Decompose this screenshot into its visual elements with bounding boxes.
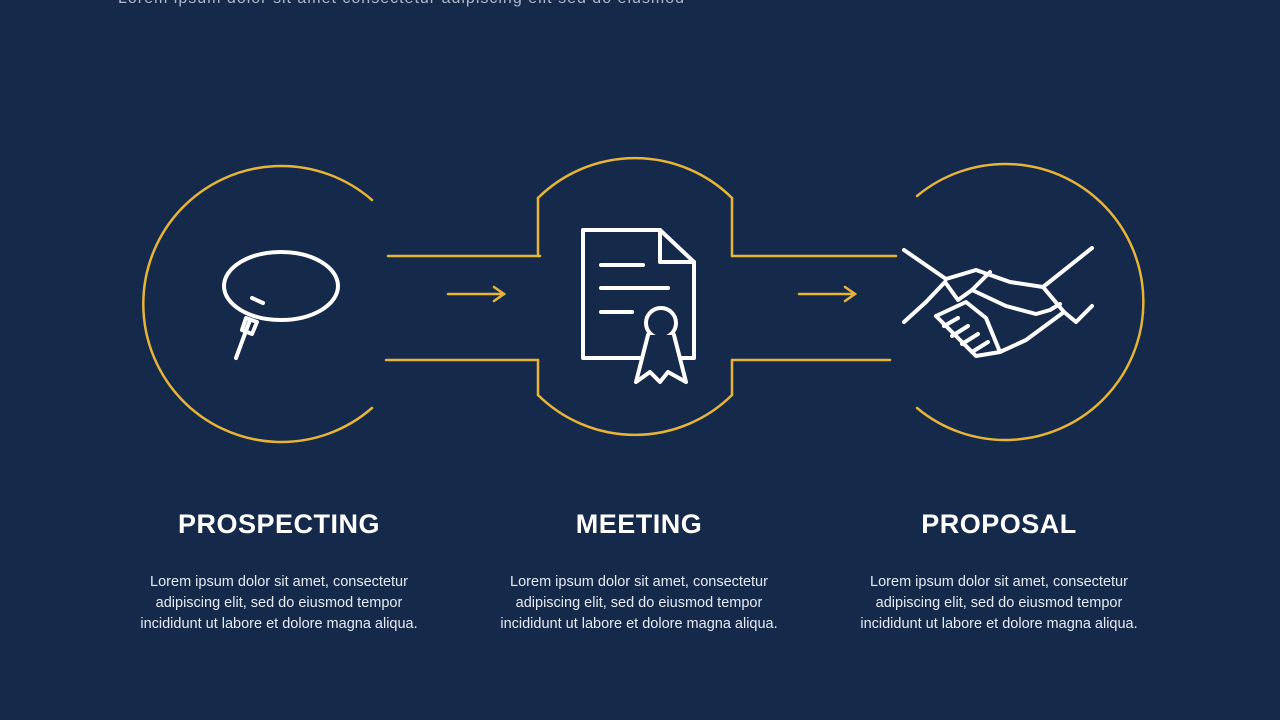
- step-description-meeting: Lorem ipsum dolor sit amet, consectetur …: [500, 574, 778, 632]
- step-1-ring: [142, 164, 374, 444]
- step-2-ring-bottom: [536, 393, 734, 437]
- step-description-proposal: Lorem ipsum dolor sit amet, consectetur …: [860, 574, 1138, 632]
- arrow-2-icon: [797, 285, 858, 303]
- step-3-ring: [915, 162, 1145, 442]
- handshake-icon: [902, 246, 1094, 358]
- header-text: Lorem ipsum dolor sit amet consectetur a…: [118, 0, 685, 8]
- step-title-proposal: PROPOSAL: [921, 509, 1077, 539]
- step-title-prospecting: PROSPECTING: [177, 509, 381, 539]
- step-title-meeting: MEETING: [575, 509, 703, 539]
- arrow-1-icon: [446, 285, 507, 303]
- step-description-prospecting: Lorem ipsum dolor sit amet, consectetur …: [140, 574, 418, 632]
- magnifying-glass-icon: [222, 250, 340, 360]
- certificate-document-icon: [581, 228, 696, 384]
- step-2-ring-top: [536, 156, 734, 200]
